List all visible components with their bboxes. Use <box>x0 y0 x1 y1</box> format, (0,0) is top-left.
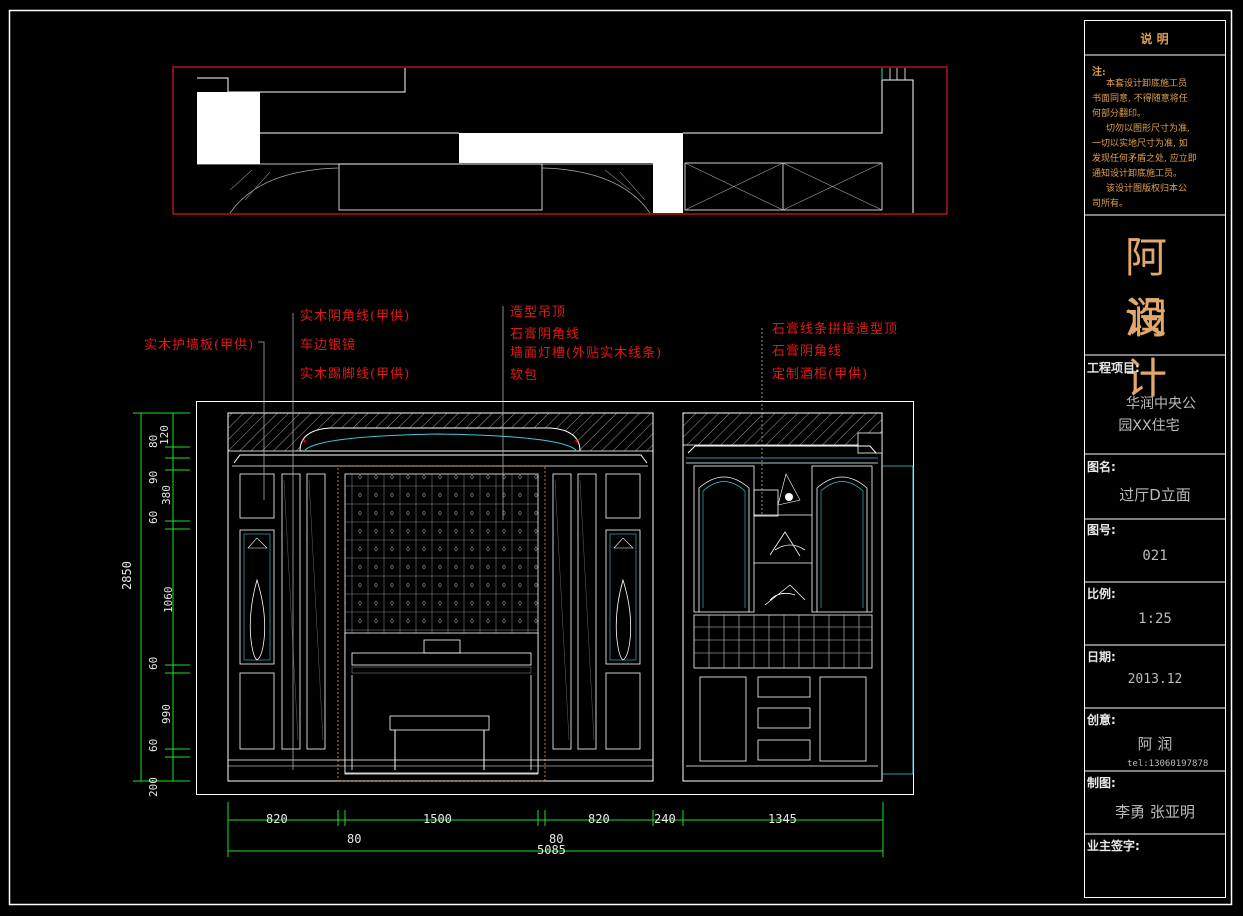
drawing-name-label: 图名: <box>1087 460 1116 474</box>
scale-value: 1:25 <box>1138 611 1172 627</box>
creative-tel: tel:13060197878 <box>1127 759 1209 769</box>
date-label: 日期: <box>1087 650 1116 664</box>
dim-v-2: 80 <box>147 434 160 448</box>
plan-view <box>172 66 948 215</box>
dim-v-4: 380 <box>160 485 173 505</box>
label-gypsum-corner-2: 石膏阴角线 <box>772 344 843 359</box>
label-gypsum-strip-ceiling: 石膏线条拼接造型顶 <box>772 322 899 337</box>
drafter-value: 李勇 张亚明 <box>1115 803 1195 821</box>
title-block-header: 说 明 <box>1140 32 1169 46</box>
drafter-label: 制图: <box>1087 776 1116 790</box>
dim-v-8: 990 <box>160 704 173 724</box>
leader-lines <box>258 306 763 770</box>
project-label: 工程项目: <box>1087 361 1140 375</box>
drawing-name-value: 过厅D立面 <box>1119 486 1191 504</box>
dimension-lines <box>133 412 884 857</box>
project-value-2: 园XX住宅 <box>1118 418 1180 434</box>
creative-label: 创意: <box>1087 713 1116 727</box>
title-block-grid <box>1084 20 1226 898</box>
dim-h-3: 1500 <box>423 812 452 826</box>
dim-h-5: 820 <box>588 812 610 826</box>
drawing-no-label: 图号: <box>1087 523 1116 537</box>
dim-v-3: 90 <box>147 470 160 484</box>
company-name-line1: 阿 润 <box>1124 233 1185 343</box>
dim-h-6: 240 <box>654 812 676 826</box>
sheet-border <box>8 9 1233 906</box>
left-elevation: * * <box>227 412 654 782</box>
project-value-1: 华润中央公 <box>1126 396 1196 412</box>
label-wood-wall-panel: 实木护墙板(甲供) <box>144 338 255 353</box>
dim-v-5: 60 <box>147 510 160 524</box>
dim-h-2: 80 <box>347 832 362 846</box>
dim-v-9: 60 <box>147 738 160 752</box>
dim-h-total: 5085 <box>537 843 566 857</box>
svg-text:*: * <box>302 438 307 449</box>
dim-h-7: 1345 <box>768 812 797 826</box>
label-wood-corner-line: 实木阴角线(甲供) <box>300 309 411 324</box>
label-soft-pack: 软包 <box>510 368 539 383</box>
dim-v-6: 1060 <box>162 586 175 614</box>
date-value: 2013.12 <box>1127 672 1183 687</box>
label-custom-wine-cabinet: 定制酒柜(甲供) <box>772 367 869 382</box>
dim-v-10: 200 <box>147 777 160 797</box>
notes-body: 本套设计卸底施工员 书面同意, 不得随意将任 何部分翻印。 切勿以图形尺寸为准,… <box>1092 79 1197 209</box>
svg-text:*: * <box>574 438 579 449</box>
label-ceiling: 造型吊顶 <box>510 305 567 320</box>
dim-h-1: 820 <box>266 812 288 826</box>
dim-v-total: 2850 <box>120 561 134 590</box>
elevation-frame <box>196 401 914 795</box>
notes-title: 注: <box>1092 67 1106 78</box>
label-gypsum-corner: 石膏阴角线 <box>510 327 581 342</box>
dim-v-7: 60 <box>147 656 160 670</box>
company-name-line2: 设 计 <box>1124 293 1185 403</box>
scale-label: 比例: <box>1087 587 1116 601</box>
label-wood-skirting: 实木踢脚线(甲供) <box>300 367 411 382</box>
label-bevel-mirror: 车边银镜 <box>300 338 357 353</box>
owner-sign-label: 业主签字: <box>1087 839 1140 853</box>
label-wall-light-slot: 墙面灯槽(外贴实木线条) <box>510 346 663 361</box>
dim-h-4: 80 <box>549 832 564 846</box>
creative-value: 阿 润 <box>1137 735 1173 753</box>
drawing-no-value: 021 <box>1142 548 1168 564</box>
right-elevation <box>682 412 914 782</box>
